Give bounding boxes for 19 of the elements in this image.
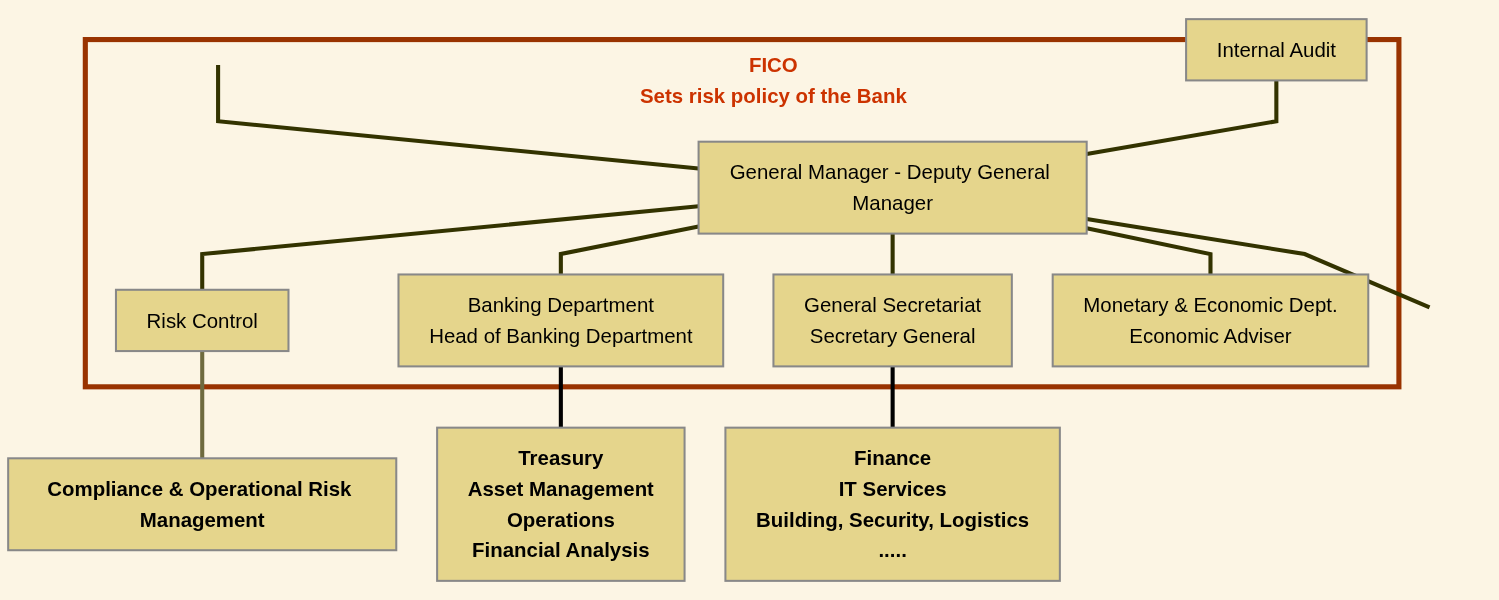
node-box: Monetary & Economic Dept. Economic Adviser: [1051, 273, 1370, 368]
connector-line: [558, 224, 699, 275]
node-box: Compliance & Operational Risk Management: [7, 457, 398, 552]
node-box: Risk Control: [114, 288, 290, 353]
connector-line: [890, 233, 895, 275]
connector-line: [200, 204, 699, 290]
node-box: Treasury Asset Management Operations Financial Analysis: [436, 426, 686, 582]
connector-line: [890, 366, 895, 428]
node-box: Internal Audit: [1185, 18, 1368, 82]
connector-line: [1086, 226, 1213, 275]
connector-line: [1086, 216, 1431, 310]
node-box: General Manager - Deputy General Manager: [697, 140, 1088, 235]
connector-line: [216, 65, 699, 171]
node-box: General Secretariat Secretary General: [772, 273, 1013, 368]
connector-line: [200, 351, 205, 459]
node-box: Finance IT Services Building, Security, Logistics .....: [724, 426, 1061, 582]
connector-line: [558, 366, 563, 428]
connector-line: [1086, 80, 1279, 157]
node-box: Banking Department Head of Banking Department: [397, 273, 725, 368]
